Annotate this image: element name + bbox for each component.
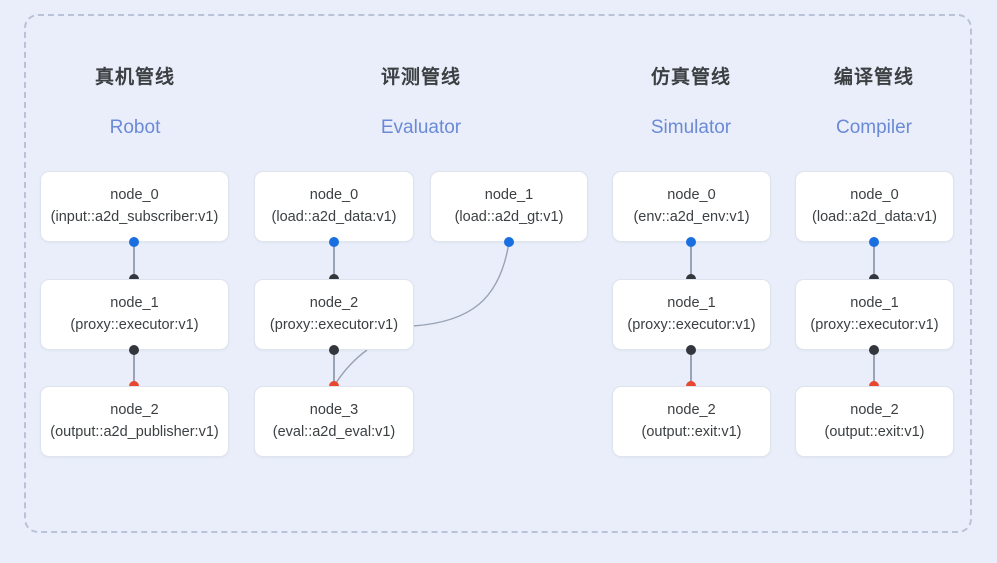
node-simulator-1[interactable]: node_1 (proxy::executor:v1) <box>612 279 771 350</box>
node-evaluator-2[interactable]: node_2 (proxy::executor:v1) <box>254 279 414 350</box>
node-compiler-0[interactable]: node_0 (load::a2d_data:v1) <box>795 171 954 242</box>
port-out-evaluator-1[interactable] <box>504 237 514 247</box>
node-title: node_3 <box>309 401 359 418</box>
node-title: node_0 <box>850 186 899 203</box>
node-robot-0[interactable]: node_0 (input::a2d_subscriber:v1) <box>40 171 229 242</box>
port-out-evaluator-0[interactable] <box>329 237 339 247</box>
connector-compiler-1-2 <box>873 350 875 386</box>
connector-compiler-0-1 <box>873 242 875 279</box>
node-subtitle: (input::a2d_subscriber:v1) <box>50 208 219 225</box>
node-subtitle: (load::a2d_gt:v1) <box>454 208 564 225</box>
node-subtitle: (load::a2d_data:v1) <box>271 208 397 225</box>
node-subtitle: (output::exit:v1) <box>641 423 742 440</box>
node-title: node_1 <box>484 186 534 203</box>
node-compiler-2[interactable]: node_2 (output::exit:v1) <box>795 386 954 457</box>
node-compiler-1[interactable]: node_1 (proxy::executor:v1) <box>795 279 954 350</box>
node-evaluator-3[interactable]: node_3 (eval::a2d_eval:v1) <box>254 386 414 457</box>
node-title: node_2 <box>309 294 359 311</box>
connector-evaluator-2-3 <box>333 350 335 386</box>
node-subtitle: (load::a2d_data:v1) <box>812 208 937 225</box>
connector-robot-0-1 <box>133 242 135 279</box>
node-simulator-2[interactable]: node_2 (output::exit:v1) <box>612 386 771 457</box>
connector-simulator-1-2 <box>690 350 692 386</box>
node-subtitle: (eval::a2d_eval:v1) <box>272 423 396 440</box>
node-subtitle: (output::exit:v1) <box>824 423 925 440</box>
port-out-simulator-0[interactable] <box>686 237 696 247</box>
node-robot-2[interactable]: node_2 (output::a2d_publisher:v1) <box>40 386 229 457</box>
node-evaluator-0[interactable]: node_0 (load::a2d_data:v1) <box>254 171 414 242</box>
node-title: node_2 <box>667 401 716 418</box>
connector-simulator-0-1 <box>690 242 692 279</box>
port-out-evaluator-2[interactable] <box>329 345 339 355</box>
port-out-compiler-1[interactable] <box>869 345 879 355</box>
node-title: node_2 <box>110 401 159 418</box>
node-robot-1[interactable]: node_1 (proxy::executor:v1) <box>40 279 229 350</box>
node-subtitle: (proxy::executor:v1) <box>627 316 756 333</box>
node-evaluator-1[interactable]: node_1 (load::a2d_gt:v1) <box>430 171 588 242</box>
node-simulator-0[interactable]: node_0 (env::a2d_env:v1) <box>612 171 771 242</box>
node-subtitle: (proxy::executor:v1) <box>269 316 399 333</box>
port-out-compiler-0[interactable] <box>869 237 879 247</box>
node-title: node_2 <box>850 401 899 418</box>
node-title: node_0 <box>667 186 716 203</box>
port-out-robot-0[interactable] <box>129 237 139 247</box>
node-subtitle: (output::a2d_publisher:v1) <box>50 423 219 440</box>
port-out-simulator-1[interactable] <box>686 345 696 355</box>
pipeline-group-frame <box>24 14 972 533</box>
port-out-robot-1[interactable] <box>129 345 139 355</box>
node-subtitle: (proxy::executor:v1) <box>70 316 199 333</box>
connector-evaluator-0-2 <box>333 242 335 279</box>
node-title: node_1 <box>110 294 159 311</box>
node-title: node_1 <box>850 294 899 311</box>
node-title: node_0 <box>309 186 359 203</box>
node-subtitle: (env::a2d_env:v1) <box>633 208 750 225</box>
node-subtitle: (proxy::executor:v1) <box>810 316 939 333</box>
connector-robot-1-2 <box>133 350 135 386</box>
node-title: node_1 <box>667 294 716 311</box>
node-title: node_0 <box>110 186 159 203</box>
